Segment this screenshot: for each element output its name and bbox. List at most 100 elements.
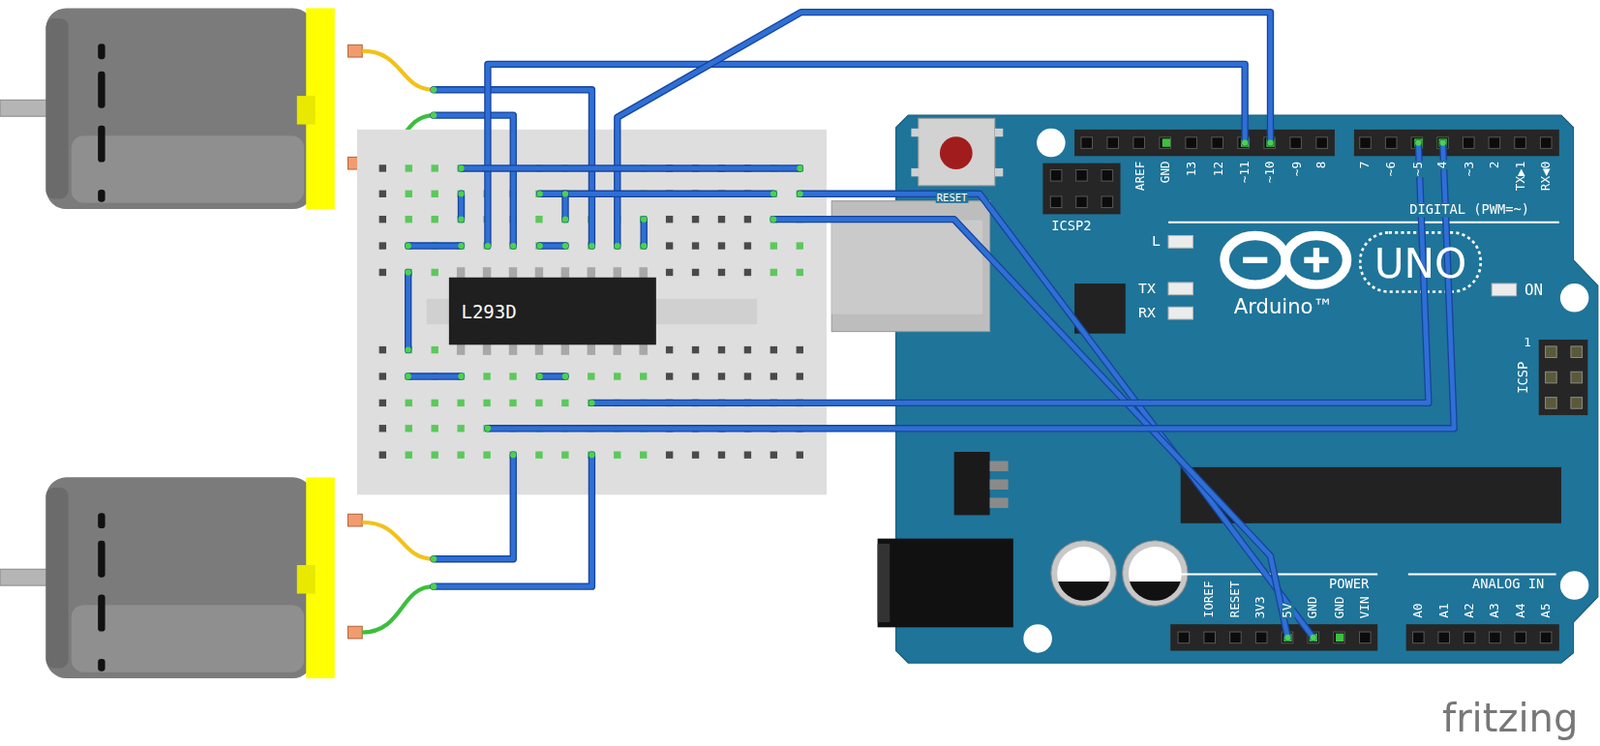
motor-lead xyxy=(362,51,434,91)
jumper-wire xyxy=(641,219,647,246)
header-pin xyxy=(1488,137,1501,150)
wire-end xyxy=(562,242,569,249)
pin-label: ~9 xyxy=(1290,160,1304,178)
jumper-wire xyxy=(408,374,462,380)
board-label: ANALOG IN xyxy=(1471,577,1545,593)
pin-label: RX◀0 xyxy=(1539,160,1553,193)
breadboard-hole xyxy=(379,269,387,276)
jumper-wire-outline xyxy=(457,193,465,219)
breadboard-hole xyxy=(770,372,778,380)
wire-end xyxy=(457,190,464,197)
breadboard-hole xyxy=(665,241,673,249)
wire-end xyxy=(537,242,544,249)
led xyxy=(1168,282,1193,296)
breadboard-hole xyxy=(379,215,387,223)
motor-slot xyxy=(97,541,105,578)
breadboard-hole xyxy=(561,451,569,458)
breadboard-hole xyxy=(718,269,725,276)
breadboard-hole xyxy=(535,215,543,223)
header-pin xyxy=(1076,170,1088,182)
breadboard-hole xyxy=(405,164,413,172)
header-pin xyxy=(1316,137,1329,150)
breadboard-hole xyxy=(665,215,673,223)
chip-label: L293D xyxy=(461,300,517,322)
header-pin xyxy=(1359,137,1372,150)
wire-end xyxy=(484,425,491,432)
breadboard-hole xyxy=(665,346,673,354)
pin-header xyxy=(1354,129,1560,156)
pin-label: TX▶1 xyxy=(1513,160,1528,193)
jumper-wire xyxy=(799,193,1313,638)
silkscreen-line xyxy=(1408,573,1557,575)
header-pin xyxy=(1570,397,1583,410)
jumper-wire xyxy=(591,143,1428,404)
breadboard-hole xyxy=(718,215,725,223)
wire-end xyxy=(510,452,516,458)
jumper-wire-outline xyxy=(461,164,801,172)
board-label: RX xyxy=(1137,305,1157,322)
breadboard-hole xyxy=(665,372,673,380)
breadboard-hole xyxy=(692,451,699,458)
pin-label: GND xyxy=(1159,160,1174,185)
pin-label: A5 xyxy=(1539,603,1553,620)
header-pin xyxy=(1570,371,1583,384)
breadboard-hole xyxy=(692,241,699,249)
led xyxy=(1168,306,1193,320)
power-jack-face xyxy=(877,543,891,623)
header-pin xyxy=(1159,137,1172,150)
wire-end xyxy=(1267,139,1273,146)
breadboard-hole xyxy=(405,424,413,432)
header-pin xyxy=(1185,137,1198,150)
logo-loop xyxy=(1285,236,1347,286)
wire-end xyxy=(405,242,412,249)
breadboard-hole xyxy=(796,269,804,276)
header-pin xyxy=(1133,137,1146,150)
wire-end xyxy=(770,215,777,222)
header-pin xyxy=(1107,137,1119,150)
breadboard-hole xyxy=(509,399,516,407)
pin-connected xyxy=(1162,138,1171,147)
wire-end xyxy=(430,556,437,563)
wire-end xyxy=(588,399,595,406)
led xyxy=(1491,283,1516,297)
jumper-wire xyxy=(540,374,566,380)
header-pin xyxy=(1463,632,1476,644)
wire-end xyxy=(640,242,647,249)
regulator-tab xyxy=(990,479,1009,490)
pin-label: GND xyxy=(1332,595,1347,620)
wire-end xyxy=(430,583,437,590)
watermark: fritzing xyxy=(1441,697,1579,741)
wire-end xyxy=(457,373,464,380)
pin-label: AREF xyxy=(1133,160,1148,193)
jumper-wire-outline xyxy=(799,193,1313,638)
header-pin xyxy=(1545,397,1558,410)
motor-end xyxy=(45,18,68,200)
header-pin xyxy=(1514,632,1527,644)
wire-end xyxy=(1241,139,1248,146)
jumper-wire xyxy=(563,193,569,219)
mounting-hole xyxy=(1023,624,1053,654)
wire-end xyxy=(457,215,464,222)
breadboard-hole xyxy=(379,346,387,354)
header-pin xyxy=(1333,632,1346,644)
capacitor-top xyxy=(1056,546,1111,601)
jumper-wire-outline xyxy=(591,143,1428,404)
breadboard-hole xyxy=(718,346,725,354)
breadboard-hole xyxy=(535,399,543,407)
jumper-wire-outline xyxy=(540,372,566,380)
breadboard-hole xyxy=(770,451,778,458)
logo-loop xyxy=(1224,236,1286,286)
jumper-wire-outline xyxy=(404,271,412,350)
jumper-wire-outline xyxy=(433,454,514,560)
breadboard-hole xyxy=(744,346,752,354)
jumper-wire xyxy=(408,243,462,249)
breadboard-hole xyxy=(405,190,413,198)
dc-motor xyxy=(0,477,363,679)
board-label: ICSP2 xyxy=(1050,218,1092,234)
motor-slot xyxy=(97,595,105,633)
motor-body-shade xyxy=(71,135,304,204)
pin-label: 2 xyxy=(1487,160,1502,171)
header-pin xyxy=(1050,170,1062,182)
pin-label: 7 xyxy=(1358,160,1373,171)
